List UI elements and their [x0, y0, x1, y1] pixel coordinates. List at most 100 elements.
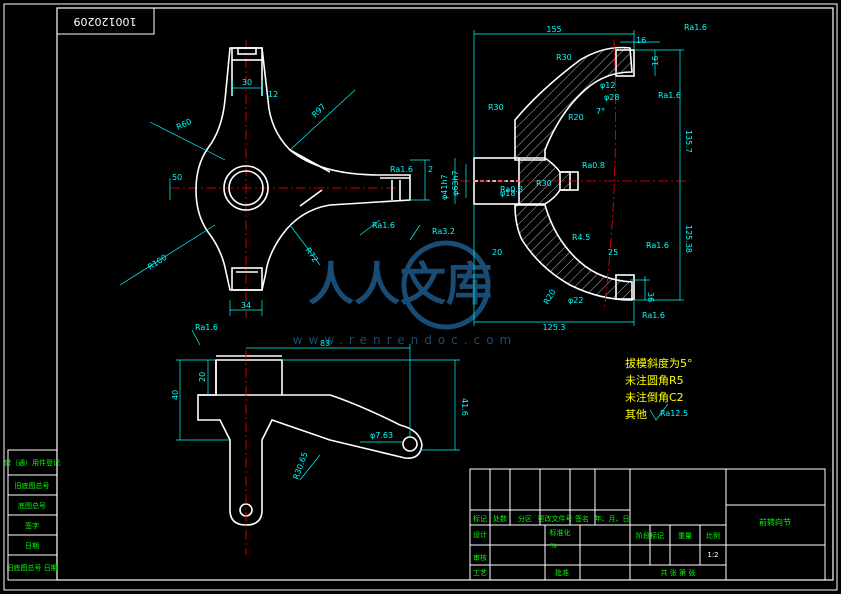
front-view: [197, 355, 423, 526]
dim-sec-top16: 16: [636, 36, 646, 45]
ra-front: Ra1.6: [195, 323, 218, 332]
center-hole-outer: [223, 165, 269, 211]
dim-front-20: 20: [198, 372, 207, 382]
tb-date-mark: %: [550, 542, 557, 550]
side-table: [7, 449, 58, 581]
top-view-dimensions: [119, 80, 430, 316]
note-roughness: Ra12.5: [660, 409, 688, 418]
tb-design: 设计: [473, 530, 487, 539]
ra-sec-b: Ra1.6: [658, 91, 681, 100]
side-table-row-2: 旧底图总号: [15, 481, 50, 490]
outer-frame: [3, 3, 838, 591]
dim-front-r: R30.65: [291, 451, 309, 481]
dim-sec-r30c: R30: [536, 179, 552, 188]
section-dimensions: [454, 30, 684, 326]
note-1: 拔模斜度为5°: [625, 356, 693, 370]
front-view-hole: [402, 436, 418, 452]
dim-small-2: 2: [428, 165, 433, 174]
dim-lower-r: R100: [146, 253, 168, 272]
title-block: [469, 468, 826, 581]
drawing-number-box: 100120209: [56, 7, 155, 35]
ra-sec-c: Ra0.8: [582, 161, 605, 170]
side-table-row-3: 底图总号: [18, 501, 46, 510]
dim-top-right: 12: [268, 90, 278, 99]
ra-sec-e: Ra1.6: [646, 241, 669, 250]
tb-part-name: 前转向节: [759, 517, 791, 527]
section-top-boss: [615, 49, 635, 77]
section-bottom-boss: [615, 274, 635, 300]
tb-zone: 分区: [518, 514, 532, 523]
dim-sec-1253: 125.3: [543, 323, 566, 332]
tb-stage: 阶段标记: [636, 531, 664, 540]
bottom-boss: [231, 267, 263, 291]
dim-sec-phi12: φ12: [600, 81, 615, 90]
tb-check: 审核: [473, 553, 487, 562]
dim-front-hole: φ7.63: [370, 431, 393, 440]
watermark-url: www.renrendoc.com: [293, 333, 517, 347]
dim-sec-25: 25: [608, 248, 618, 257]
dim-sec-dia: φ63h7: [451, 170, 460, 196]
inner-frame: [56, 7, 834, 581]
dim-sec-phi28: φ28: [604, 93, 619, 102]
section-view: [473, 46, 635, 301]
ra-sec-f: Ra1.6: [642, 311, 665, 320]
side-table-row-1: 借（通）用件登记: [4, 458, 60, 467]
note-2: 未注圆角R5: [625, 373, 684, 387]
tb-process: 工艺: [473, 569, 487, 577]
tb-count: 处数: [493, 514, 507, 523]
dim-sec-r30b: R30: [488, 103, 504, 112]
tb-std: 标准化: [550, 528, 571, 537]
ra-sec-d: Ra0.8: [500, 185, 523, 194]
tb-mark: 标记: [473, 514, 487, 523]
dim-sec-r45: R4.5: [572, 233, 590, 242]
dim-top-width: 30: [242, 78, 252, 87]
section-upper-arm: [514, 46, 633, 161]
ra-lower: Ra1.6: [372, 221, 395, 230]
watermark-logo-ring: [401, 240, 491, 330]
dim-sec-12538: 125.38: [684, 225, 693, 253]
dim-left-side: 50: [172, 173, 182, 182]
dim-front-83: 83: [320, 339, 330, 348]
section-lower-arm: [514, 204, 633, 301]
dim-sec-phi22: φ22: [568, 296, 583, 305]
side-table-row-5: 日期: [25, 542, 39, 550]
tb-ratio: 比例: [706, 531, 720, 540]
dim-sec-side16: 16: [651, 56, 660, 66]
dim-sec-r20: R20: [568, 113, 584, 122]
dim-front-40: 40: [171, 390, 180, 400]
top-view-outline: [195, 47, 411, 291]
front-view-outline: [197, 359, 423, 526]
roughness-symbol-icon: [649, 403, 669, 421]
side-table-row-6: 旧底图总号 日期: [6, 563, 57, 572]
tb-change-doc: 更改文件号: [538, 514, 573, 523]
dim-bottom-width: 34: [241, 301, 251, 310]
dim-sec-7: 7°: [596, 107, 605, 116]
ra-sec-a: Ra1.6: [684, 23, 707, 32]
dim-left-r: R60: [175, 117, 193, 132]
technical-notes: 拔模斜度为5° 未注圆角R5 未注倒角C2 其他 Ra12.5: [625, 356, 693, 421]
side-table-row-4: 签字: [25, 521, 39, 530]
section-labels: 155 16 16 R30 R30 R20 φ12 φ28 7° 135.7 φ…: [440, 23, 707, 332]
dim-sec-36: 36: [646, 292, 655, 302]
dim-front-416: 41.6: [460, 398, 469, 416]
dim-sec-r20b: R20: [542, 288, 558, 306]
tb-sign: 签名: [575, 514, 589, 523]
tb-weight: 重量: [678, 532, 692, 540]
note-4: 其他: [625, 408, 647, 421]
dim-sec-20: 20: [492, 248, 502, 257]
dim-sec-dia2: φ41h7: [440, 174, 449, 200]
title-block-labels: 标记 处数 分区 更改文件号 签名 年、月、日 设计 标准化 % 审核 工艺 批…: [473, 514, 791, 577]
ra-lower-2: Ra3.2: [432, 227, 455, 236]
tb-sheets: 共 张 第 张: [661, 568, 696, 577]
tb-approve: 批准: [555, 568, 569, 577]
front-view-dimensions: [176, 329, 460, 481]
drawing-number: 100120209: [74, 15, 137, 28]
top-boss-slot: [237, 47, 257, 55]
center-hole-inner: [228, 170, 264, 206]
dim-sec-phi18: φ18: [500, 189, 515, 198]
watermark: 人人文库 www.renrendoc.com: [293, 240, 517, 347]
tb-date: 年、月、日: [595, 514, 630, 523]
note-3: 未注倒角C2: [625, 390, 684, 404]
section-centerlines: [460, 39, 690, 311]
